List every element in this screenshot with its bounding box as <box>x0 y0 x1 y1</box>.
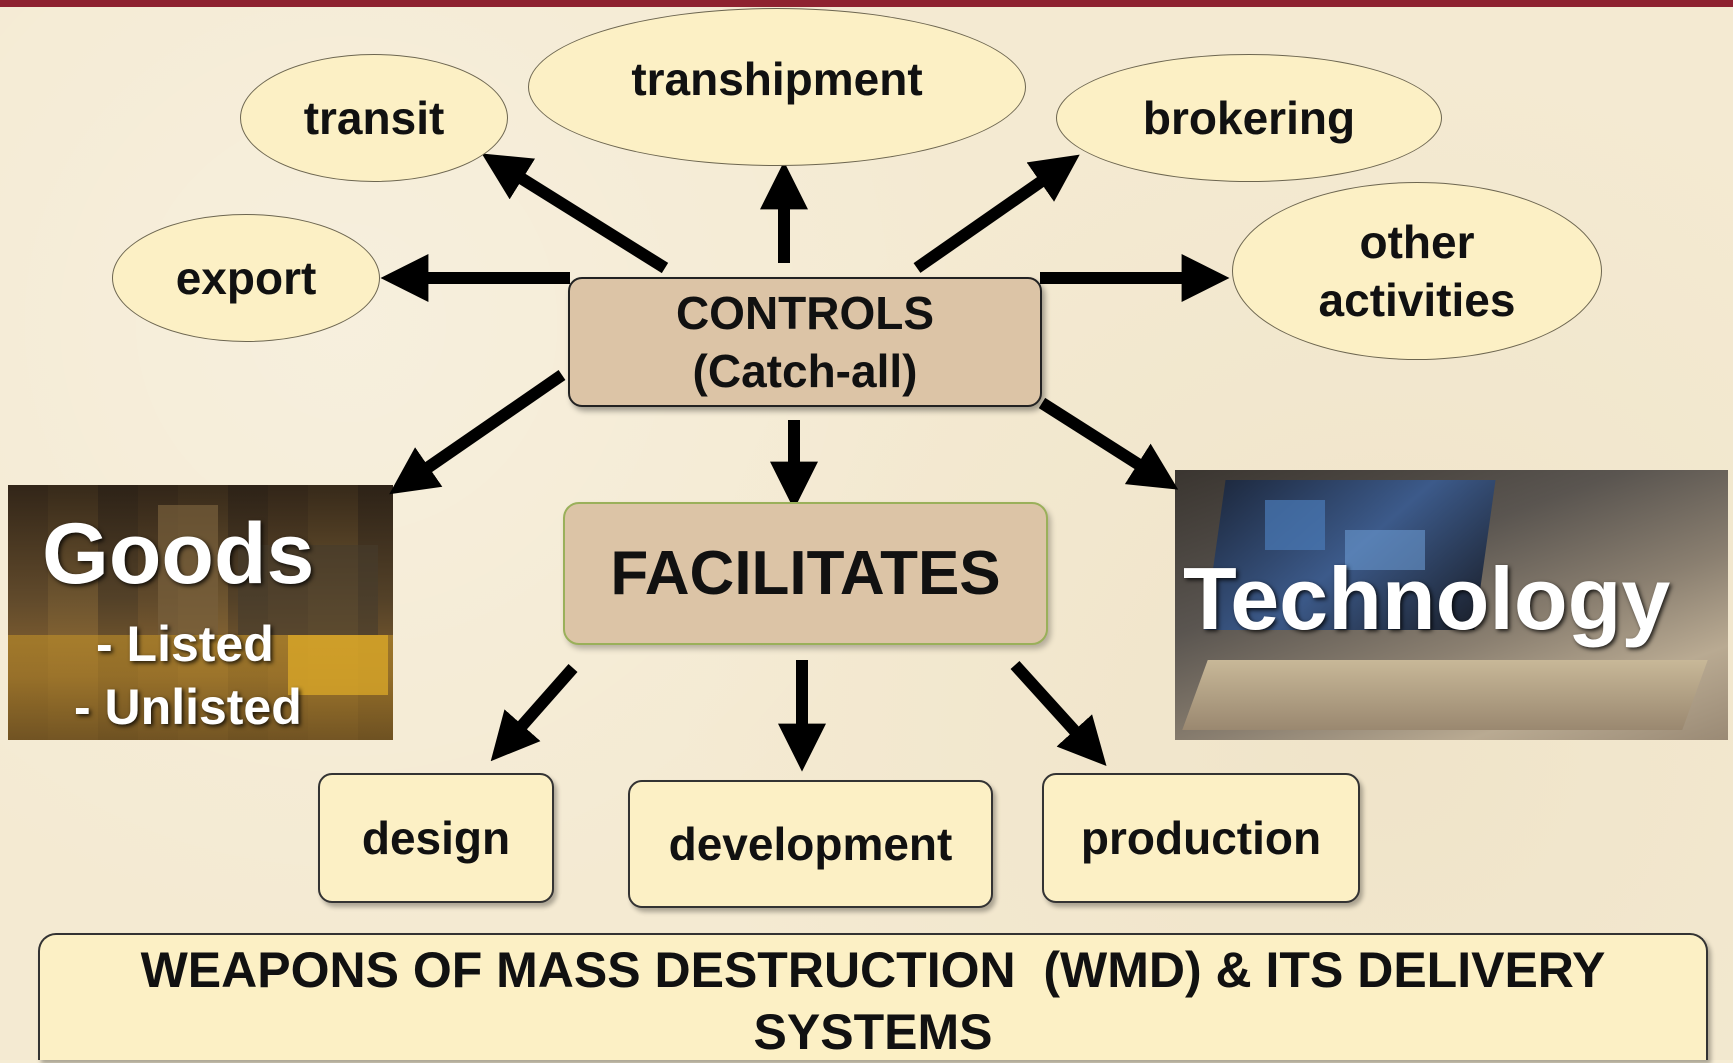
controls-title: CONTROLS <box>675 287 935 339</box>
goods-photo: Goods - Listed - Unlisted <box>8 485 393 740</box>
transit-label: transit <box>303 92 445 144</box>
development-box: development <box>628 780 993 908</box>
facilitates-box: FACILITATES <box>563 502 1048 645</box>
top-bar <box>0 0 1733 7</box>
production-box: production <box>1042 773 1360 903</box>
design-box: design <box>318 773 554 903</box>
arrow-to-technology <box>1038 397 1179 490</box>
technology-title: Technology <box>1183 549 1671 648</box>
other-activities-line1: other <box>1359 216 1475 268</box>
goods-title: Goods <box>42 506 315 602</box>
arrow-to-brokering <box>913 154 1080 273</box>
facilitates-label: FACILITATES <box>610 539 1001 608</box>
other-activities-ellipse: other activities <box>1232 182 1602 360</box>
goods-listed: - Listed <box>96 616 274 672</box>
design-label: design <box>361 812 511 864</box>
arrow-to-goods <box>389 370 566 495</box>
transhipment-label: transhipment <box>631 53 923 105</box>
wmd-box: WEAPONS OF MASS DESTRUCTION (WMD) & ITS … <box>38 933 1708 1060</box>
transit-ellipse: transit <box>240 54 508 182</box>
arrow-to-production <box>1010 660 1107 767</box>
export-ellipse: export <box>112 214 380 342</box>
brokering-label: brokering <box>1142 92 1356 144</box>
brokering-ellipse: brokering <box>1056 54 1442 182</box>
transhipment-ellipse: transhipment <box>528 8 1026 166</box>
controls-box: CONTROLS (Catch-all) <box>568 277 1042 407</box>
production-label: production <box>1080 812 1322 864</box>
goods-unlisted: - Unlisted <box>74 679 302 735</box>
development-label: development <box>668 818 953 870</box>
arrow-to-transit <box>481 153 669 274</box>
technology-photo: Technology <box>1175 470 1728 740</box>
wmd-line1: WEAPONS OF MASS DESTRUCTION (WMD) & ITS … <box>140 942 1606 998</box>
other-activities-line2: activities <box>1318 274 1516 326</box>
wmd-line2: SYSTEMS <box>753 1004 993 1060</box>
arrow-to-design <box>490 664 578 762</box>
controls-subtitle: (Catch-all) <box>692 345 918 397</box>
export-label: export <box>175 252 317 304</box>
